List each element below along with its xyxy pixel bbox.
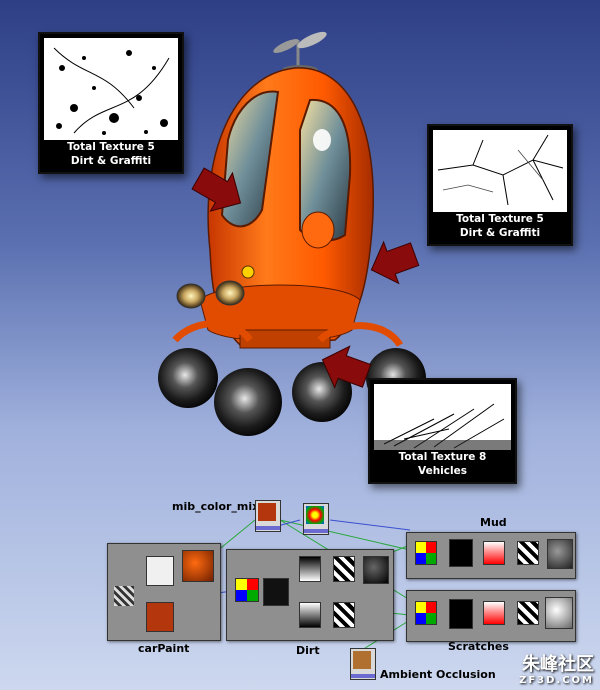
texture-card-dirt-graffiti-1: Total Texture 5 Dirt & Graffiti (38, 32, 184, 174)
carpaint-label: carPaint (138, 642, 190, 655)
texture-card-vehicles: Total Texture 8 Vehicles (368, 378, 517, 484)
mib-color-mix-node[interactable] (255, 500, 281, 532)
scratch-texture-swatch (374, 384, 511, 450)
mud-checker-node[interactable] (415, 541, 437, 565)
dirt-ramp-node-2[interactable] (299, 602, 321, 628)
mud-group[interactable] (406, 532, 576, 579)
scratches-checker-node[interactable] (415, 601, 437, 625)
carpaint-group[interactable] (107, 543, 221, 641)
dirt-ramp-node-3[interactable] (333, 556, 355, 582)
scratches-ramp-node[interactable] (483, 601, 505, 625)
scratches-label: Scratches (448, 640, 509, 653)
mud-label: Mud (480, 516, 507, 529)
side-mirror (301, 211, 335, 249)
carpaint-shader-node[interactable] (182, 550, 214, 582)
color-node[interactable] (303, 503, 329, 535)
dirt-label: Dirt (296, 644, 320, 657)
headlights (176, 265, 255, 309)
pointer-arrows (191, 167, 420, 389)
dirt-checker-node[interactable] (235, 578, 259, 602)
dirt-texture-node[interactable] (263, 578, 289, 606)
scratches-shader-node[interactable] (545, 597, 573, 629)
mud-texture-node[interactable] (449, 539, 473, 567)
carpaint-red-node[interactable] (146, 602, 174, 632)
ambient-occlusion-node[interactable] (350, 648, 376, 680)
texture-card-caption: Total Texture 8 Vehicles (398, 451, 487, 477)
ambient-occlusion-label: Ambient Occlusion (380, 668, 496, 681)
dirt-shader-node[interactable] (363, 556, 389, 584)
texture-card-caption: Total Texture 5 Dirt & Graffiti (456, 213, 544, 239)
mud-ramp-node[interactable] (483, 541, 505, 565)
scratches-checker-node-2[interactable] (517, 601, 539, 625)
watermark-cn: 朱峰社区 (522, 654, 594, 675)
mud-checker-node-2[interactable] (517, 541, 539, 565)
dirt-texture-swatch (44, 38, 178, 140)
mud-shader-node[interactable] (547, 539, 573, 569)
texture-card-caption: Total Texture 5 Dirt & Graffiti (67, 141, 155, 167)
watermark-url: ZF3D.COM (519, 675, 594, 686)
dirt-group[interactable] (226, 549, 394, 641)
dirt-ramp-node-4[interactable] (333, 602, 355, 628)
watermark: 朱峰社区 ZF3D.COM (519, 654, 594, 687)
cracks-texture-swatch (433, 130, 567, 212)
texture-card-dirt-graffiti-2: Total Texture 5 Dirt & Graffiti (427, 124, 573, 246)
scratches-group[interactable] (406, 590, 576, 642)
carpaint-white-node[interactable] (146, 556, 174, 586)
texture-placement-icon[interactable] (114, 586, 134, 606)
scratches-texture-node[interactable] (449, 599, 473, 629)
mib-color-mix-label: mib_color_mix (172, 500, 260, 513)
dirt-ramp-node-1[interactable] (299, 556, 321, 582)
